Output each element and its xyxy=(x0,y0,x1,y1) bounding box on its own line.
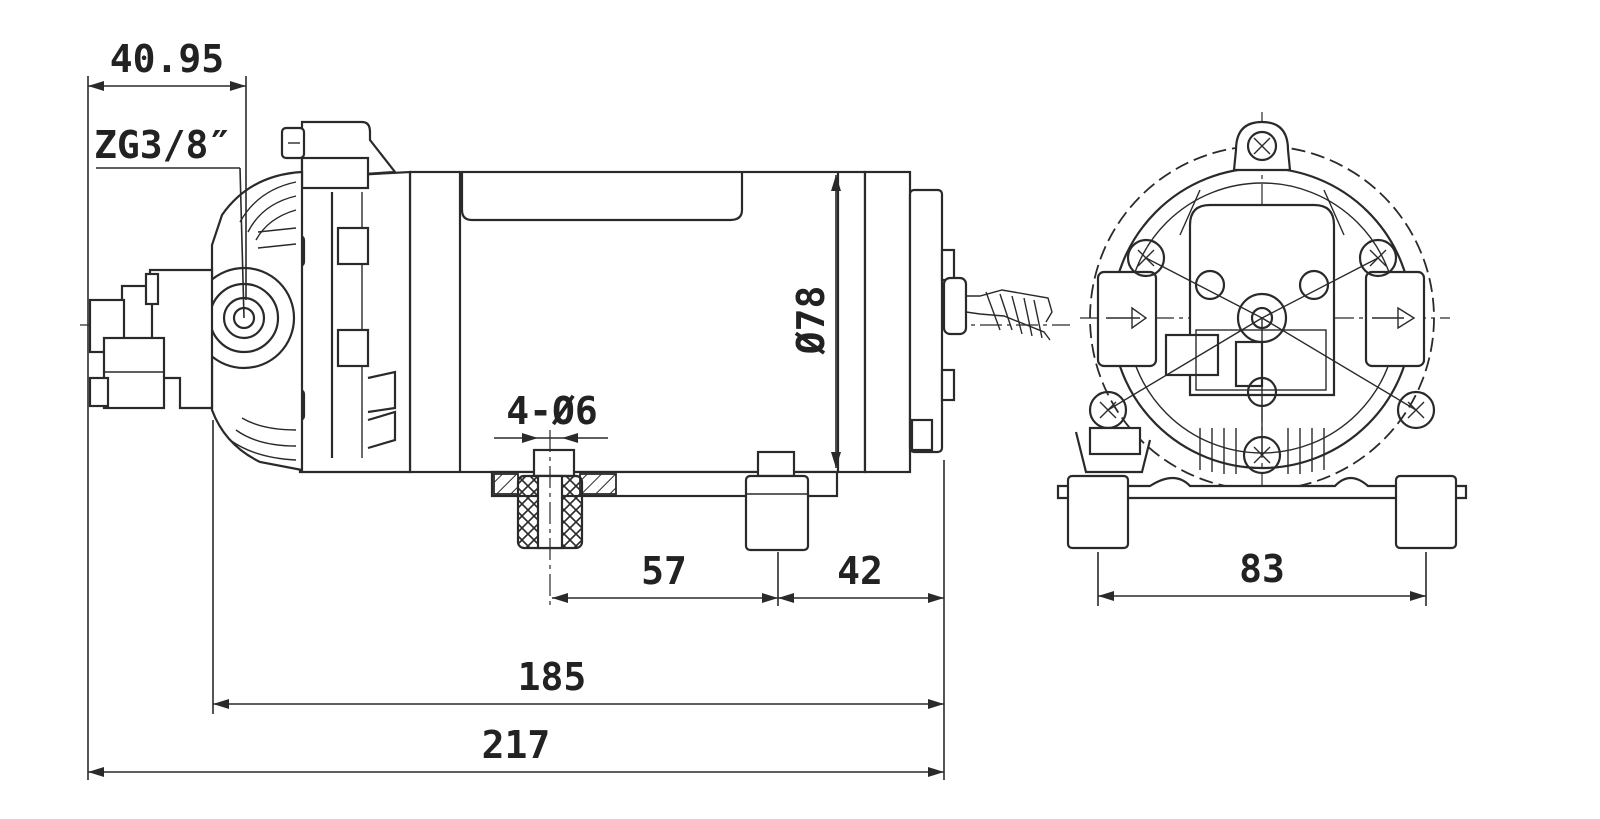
center-plate xyxy=(1188,203,1336,397)
dim-inlet-offset: 40.95 xyxy=(110,37,224,81)
wire-connector xyxy=(965,289,1053,341)
dim-motor-diameter: Ø78 xyxy=(789,286,833,356)
front-flange xyxy=(298,170,412,474)
side-view xyxy=(80,120,1070,608)
switch-box xyxy=(1164,333,1220,377)
rear-end-cap xyxy=(863,170,912,474)
dimensions: 40.95 ZG3/8″ 4-Ø6 Ø78 57 42 185 217 xyxy=(87,37,1427,780)
dim-thread: ZG3/8″ xyxy=(94,123,231,167)
right-foot xyxy=(1394,474,1458,550)
end-view xyxy=(1056,112,1468,550)
dim-foot-width: 83 xyxy=(1239,547,1285,591)
left-foot xyxy=(1066,474,1130,550)
rear-foot xyxy=(744,474,810,552)
dim-hole-spacing: 57 xyxy=(641,549,687,593)
dim-rear-offset: 42 xyxy=(837,549,883,593)
right-port xyxy=(1364,270,1426,368)
dim-mount-holes: 4-Ø6 xyxy=(506,389,598,433)
rear-foot-stud xyxy=(756,450,796,478)
cooling-fins xyxy=(1199,428,1325,474)
dim-body-length: 185 xyxy=(518,655,587,699)
motor-body xyxy=(408,170,867,474)
terminal-boss xyxy=(942,276,968,336)
left-port xyxy=(1096,270,1158,368)
base-bracket xyxy=(1056,476,1468,500)
dim-overall-length: 217 xyxy=(482,723,551,767)
foot-stud xyxy=(532,448,576,478)
bolt-holes xyxy=(1088,137,1436,475)
motor-label-plate xyxy=(460,172,744,222)
